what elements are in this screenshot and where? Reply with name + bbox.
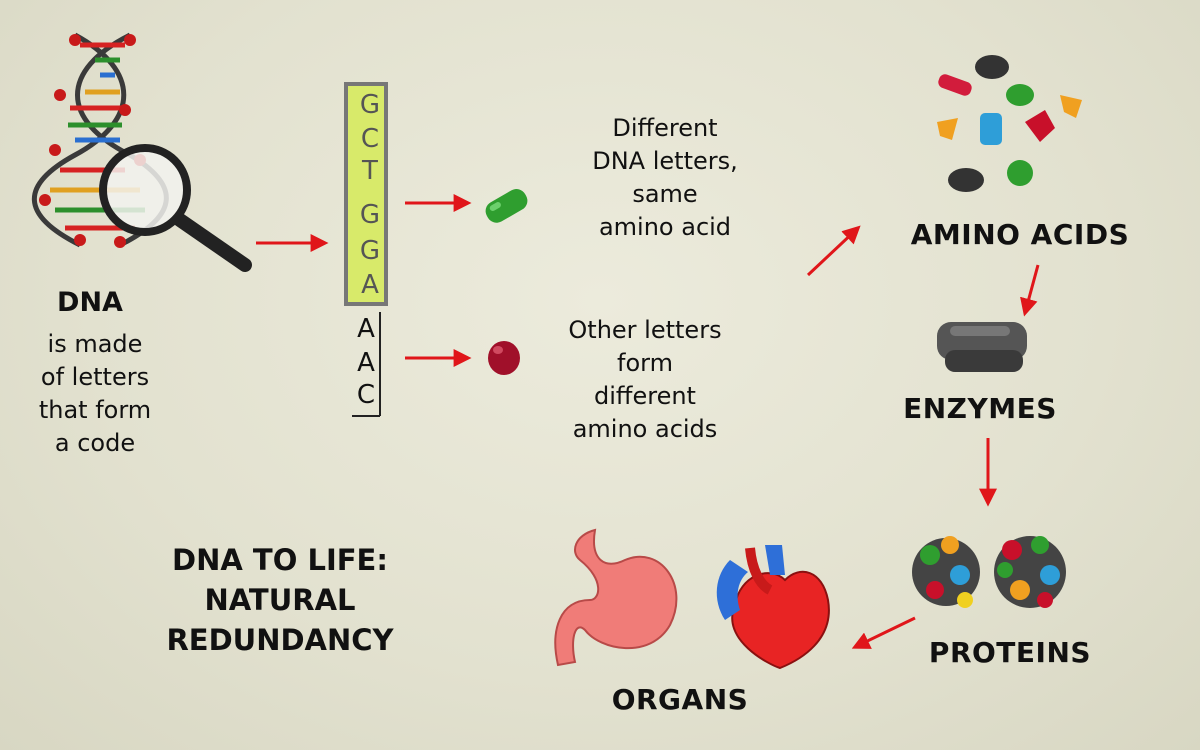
stomach-icon xyxy=(554,528,678,667)
codon-letter: A xyxy=(357,314,375,344)
caption-line: same xyxy=(632,180,698,208)
caption-line: amino acid xyxy=(598,213,732,241)
amino-acids-cluster-icon xyxy=(937,55,1082,192)
caption-line: Different xyxy=(612,114,718,142)
dna-description: is made of letters that form a code xyxy=(0,328,190,460)
codon-letter: T xyxy=(362,156,378,186)
dna-title: DNA xyxy=(57,287,123,318)
label-enzymes: ENZYMES xyxy=(903,392,1057,425)
codon-bracket xyxy=(352,312,381,417)
caption-line: form xyxy=(617,349,673,377)
enzyme-icon xyxy=(937,322,1027,372)
arrow-to-organs xyxy=(851,616,916,649)
caption-line: different xyxy=(594,382,696,410)
label-organs: ORGANS xyxy=(611,683,749,716)
green-amino-acid-icon xyxy=(485,189,528,223)
red-amino-acid-icon xyxy=(488,341,520,375)
caption-line: DNA letters, xyxy=(592,147,738,175)
title-line: DNA TO LIFE: xyxy=(172,543,388,577)
caption-line: amino acids xyxy=(572,415,718,443)
arrow-to-enzymes xyxy=(1020,264,1040,317)
caption-same-amino-acid: Different DNA letters, same amino acid xyxy=(545,112,785,244)
label-proteins: PROTEINS xyxy=(928,636,1092,669)
codon-letter: A xyxy=(357,348,375,378)
codon-letter: C xyxy=(356,380,376,410)
codon-unboxed: A A C xyxy=(344,312,388,416)
codon-letter: C xyxy=(360,124,380,154)
dna-description-line: is made xyxy=(47,330,143,358)
codon-highlight-box: G C T G G A xyxy=(344,82,388,306)
dna-description-line: that form xyxy=(38,396,152,424)
codon-letter: G xyxy=(359,236,381,266)
codon-letter: G xyxy=(359,200,381,230)
label-amino-acids: AMINO ACIDS xyxy=(910,218,1130,251)
title-line: NATURAL xyxy=(204,583,356,617)
proteins-icon xyxy=(912,536,1066,608)
codon-letter: A xyxy=(361,270,379,300)
diagram-title: DNA TO LIFE: NATURAL REDUNDANCY xyxy=(150,540,410,660)
heart-icon xyxy=(716,545,830,670)
codon-letter: G xyxy=(359,90,381,120)
dna-description-line: of letters xyxy=(40,363,150,391)
dna-description-line: a code xyxy=(54,429,136,457)
title-line: REDUNDANCY xyxy=(166,623,394,657)
arrow-to-amino-acids xyxy=(806,225,861,277)
magnifying-glass-icon xyxy=(99,144,252,272)
caption-line: Other letters xyxy=(568,316,722,344)
caption-different-amino-acids: Other letters form different amino acids xyxy=(525,314,765,446)
